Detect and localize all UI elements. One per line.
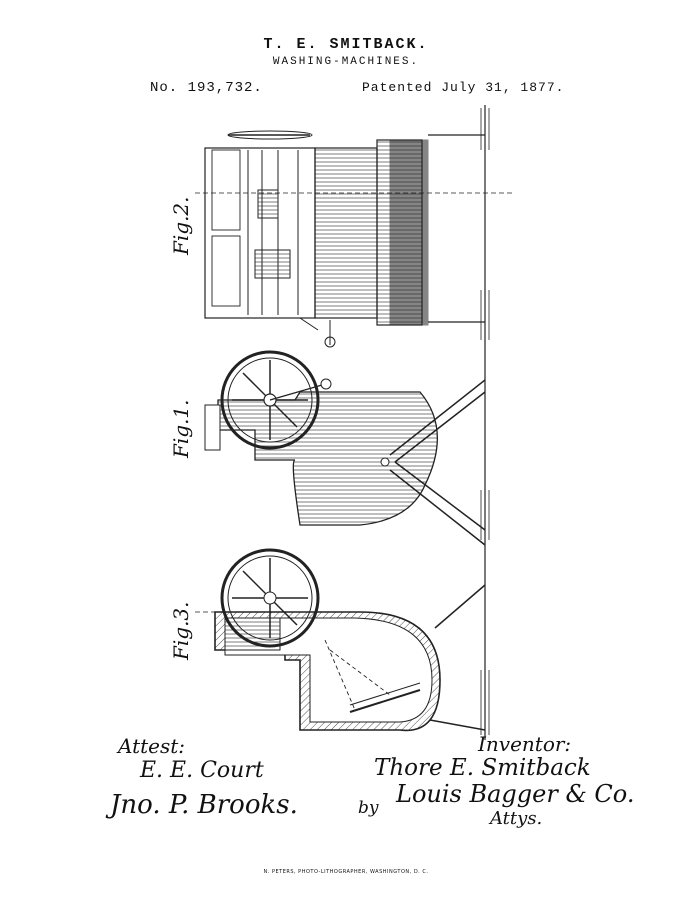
witness-signature-1: E. E. Court: [140, 758, 264, 783]
patent-title: WASHING-MACHINES.: [272, 56, 420, 68]
printer-credit: N. PETERS, PHOTO-LITHOGRAPHER, WASHINGTO…: [263, 869, 429, 875]
patent-date: Patented July 31, 1877.: [362, 80, 565, 95]
attest-label: Attest:: [118, 734, 186, 758]
figure-3-drawing: [195, 548, 486, 732]
patent-number: No. 193,732.: [150, 80, 263, 96]
figure-2-label: Fig.2.: [169, 196, 193, 256]
ground-line: [480, 105, 490, 740]
inventor-heading: T. E. SMITBACK.: [263, 36, 429, 53]
by-label: by: [358, 798, 379, 818]
figure-2-drawing: [195, 130, 515, 348]
attorney-signature: Louis Bagger & Co.: [396, 780, 635, 808]
attorneys-label: Attys.: [490, 808, 543, 829]
inventor-signature: Thore E. Smitback: [374, 755, 591, 781]
inventor-label: Inventor:: [478, 732, 572, 756]
figure-1-drawing: [204, 350, 486, 546]
witness-signature-2: Jno. P. Brooks.: [110, 790, 298, 820]
figure-1-label: Fig.1.: [169, 399, 193, 459]
figure-3-label: Fig.3.: [169, 601, 193, 661]
